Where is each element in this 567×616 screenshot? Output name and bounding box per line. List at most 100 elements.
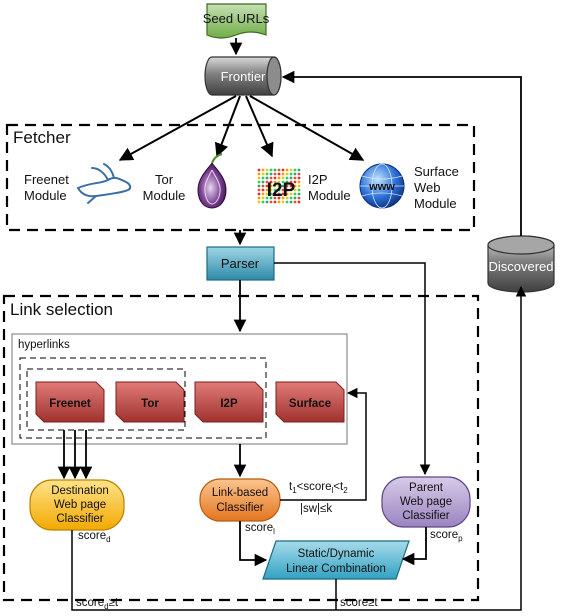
i2p-logo-dot: [265, 196, 269, 200]
i2p-logo-dot: [265, 200, 269, 204]
i2p-logo-dot: [273, 172, 277, 176]
i2p-logo-text: I2P: [267, 180, 296, 201]
parent-classifier: Parent Web page Classifier: [381, 476, 471, 528]
i2p-logo-dot: [297, 196, 301, 200]
i2p-logo-dot: [261, 188, 265, 192]
link-score-to-combination-arrow: [239, 521, 268, 567]
i2p-logo-dot: [289, 168, 293, 172]
i2p-logo-dot: [265, 168, 269, 172]
i2p-logo-dot: [293, 188, 297, 192]
i2p-logo-dot: [273, 184, 277, 188]
i2p-logo-dot: [261, 172, 265, 176]
i2p-logo-dot: [257, 200, 261, 204]
i2p-logo-dot: [265, 184, 269, 188]
link-type-surface-label: Surface: [289, 398, 331, 410]
link-type-i2p: I2P: [194, 381, 264, 423]
destination-classifier-line-3: Classifier: [56, 513, 103, 525]
combination-line-1: Static/Dynamic: [298, 548, 375, 560]
i2p-logo-dot: [277, 192, 281, 196]
i2p-module: I2P I2P Module: [257, 168, 351, 204]
i2p-logo-dot: [289, 172, 293, 176]
i2p-logo-dot: [277, 168, 281, 172]
link-type-tor: Tor: [115, 381, 185, 423]
surface-module-label-2: Web: [414, 180, 441, 195]
i2p-logo-dot: [261, 184, 265, 188]
parser-to-parent-arrow: [274, 262, 431, 476]
parent-classifier-line-1: Parent: [409, 482, 444, 494]
destination-classifier: Destination Web page Classifier: [29, 479, 125, 531]
i2p-logo-dot: [269, 196, 273, 200]
linear-combination-node: Static/Dynamic Linear Combination: [262, 540, 410, 580]
freenet-module-label-1: Freenet: [24, 172, 69, 187]
i2p-logo-dot: [297, 200, 301, 204]
link-classifier-line-1: Link-based: [212, 487, 268, 499]
hyperlinks-to-destination-arrows: [57, 430, 93, 480]
i2p-logo-dot: [257, 188, 261, 192]
score-p-label: scorep: [430, 529, 463, 543]
i2p-logo-dot: [257, 168, 261, 172]
i2p-logo-dot: [293, 168, 297, 172]
link-based-classifier: Link-based Classifier: [199, 478, 281, 522]
i2p-logo-dot: [261, 180, 265, 184]
i2p-logo-dot: [269, 200, 273, 204]
i2p-logo-dot: [289, 192, 293, 196]
link-type-i2p-label: I2P: [220, 398, 238, 410]
freenet-rabbit-icon: [76, 163, 132, 204]
destination-to-discovered-arrow: [71, 285, 527, 611]
i2p-logo-dot: [289, 200, 293, 204]
i2p-logo-dot: [269, 176, 273, 180]
i2p-logo-dot: [281, 196, 285, 200]
i2p-logo-dot: [297, 168, 301, 172]
destination-classifier-line-2: Web page: [54, 499, 106, 511]
i2p-logo-dot: [261, 176, 265, 180]
i2p-logo-dot: [261, 168, 265, 172]
link-selection-box: [2, 294, 480, 602]
i2p-logo-dot: [289, 176, 293, 180]
i2p-logo-dot: [281, 176, 285, 180]
freenet-module: Freenet Module: [24, 163, 132, 204]
i2p-logo-dot: [297, 188, 301, 192]
i2p-logo-dot: [257, 172, 261, 176]
i2p-logo-dot: [293, 184, 297, 188]
i2p-logo-dot: [273, 180, 277, 184]
combination-line-2: Linear Combination: [286, 563, 386, 575]
i2p-logo-dot: [269, 184, 273, 188]
tor-module-label-1: Tor: [155, 172, 174, 187]
i2p-logo-dot: [281, 192, 285, 196]
i2p-logo-dot: [285, 200, 289, 204]
freenet-module-label-2: Module: [24, 188, 67, 203]
i2p-logo-dot: [285, 180, 289, 184]
i2p-logo-dot: [297, 172, 301, 176]
i2p-logo-dot: [297, 180, 301, 184]
i2p-logo-dot: [285, 188, 289, 192]
i2p-logo-dot: [257, 192, 261, 196]
i2p-logo-dot: [261, 196, 265, 200]
i2p-logo-dot: [257, 180, 261, 184]
i2p-logo-dot: [265, 176, 269, 180]
score-d-label: scored: [78, 530, 111, 544]
fetcher-box: [5, 123, 476, 232]
link-classifier-feedback-arrow: [280, 387, 367, 501]
bottom-left-condition: scored≥t: [76, 597, 119, 611]
surface-module-label-1: Surface: [414, 164, 459, 179]
i2p-logo-dot: [277, 184, 281, 188]
i2p-logo-dot: [285, 172, 289, 176]
i2p-logo-dot: [269, 180, 273, 184]
i2p-logo-dot: [257, 176, 261, 180]
i2p-logo-dot: [281, 180, 285, 184]
i2p-logo-dot: [273, 192, 277, 196]
bottom-right-condition: score≥t: [340, 597, 378, 609]
surface-module-label-3: Module: [414, 196, 457, 211]
i2p-logo-dot: [289, 188, 293, 192]
parent-classifier-line-2: Web page: [400, 496, 452, 508]
i2p-logo-dot: [297, 192, 301, 196]
i2p-logo-dot: [257, 196, 261, 200]
link-type-tor-label: Tor: [141, 398, 159, 410]
i2p-logo-dot: [293, 180, 297, 184]
i2p-logo-dot: [285, 168, 289, 172]
link-classifier-line-2: Classifier: [216, 502, 263, 514]
tor-onion-icon: [197, 153, 227, 209]
i2p-module-label-1: I2P: [308, 172, 328, 187]
i2p-logo-dot: [293, 192, 297, 196]
